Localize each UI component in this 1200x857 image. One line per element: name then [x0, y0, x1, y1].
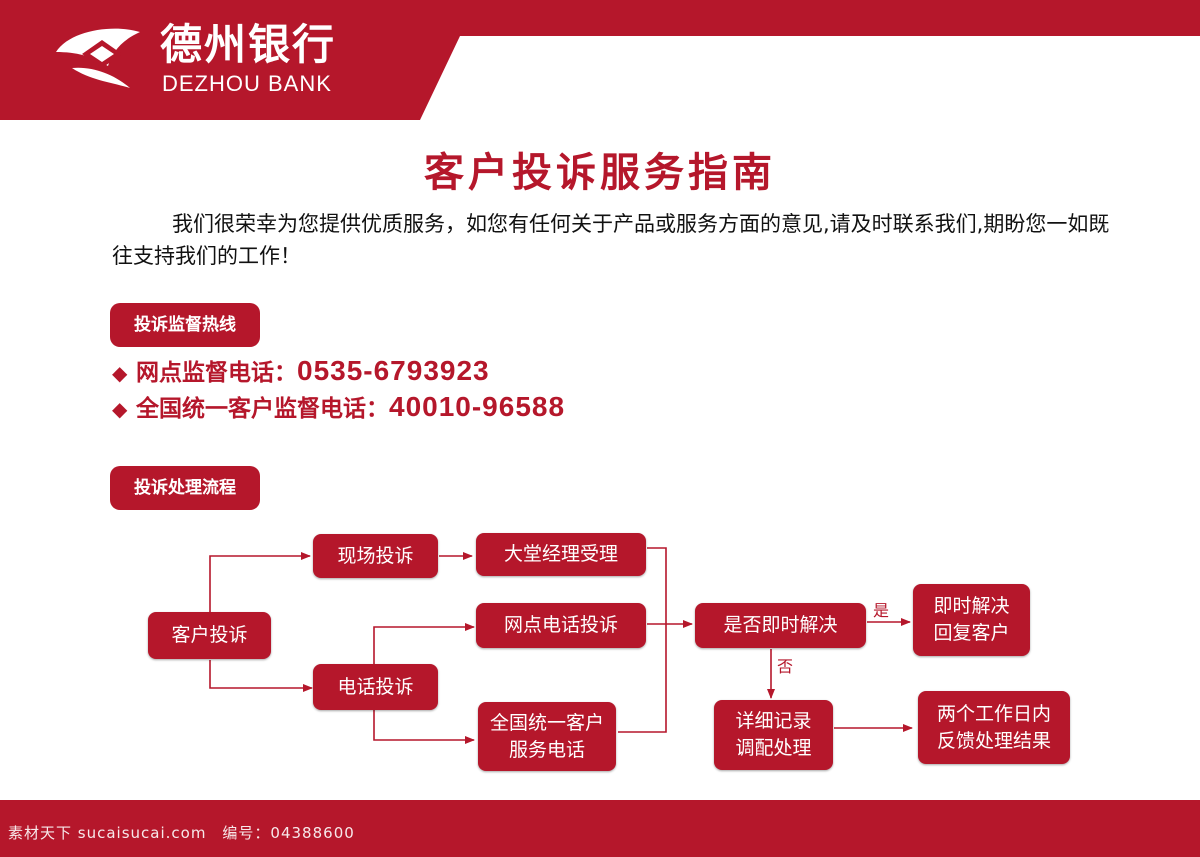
- hotline-heading: 投诉监督热线: [110, 303, 260, 347]
- intro-paragraph: 我们很荣幸为您提供优质服务，如您有任何关于产品或服务方面的意见,请及时联系我们,…: [112, 212, 1110, 268]
- node-branch-phone: 网点电话投诉: [476, 603, 646, 648]
- hotline-label: 全国统一客户监督电话：: [136, 396, 389, 422]
- hotline-item-national: ◆ 全国统一客户监督电话：40010-96588: [112, 390, 565, 424]
- flow-line: [618, 547, 667, 733]
- process-heading: 投诉处理流程: [110, 466, 260, 510]
- node-national-line: 全国统一客户服务电话: [478, 702, 616, 771]
- bank-emblem-icon: [56, 28, 140, 88]
- watermark-text: 素材天下 sucaisucai.com 编号：04388600: [8, 824, 355, 842]
- node-customer-complaint: 客户投诉: [148, 612, 271, 659]
- hotline-number[interactable]: 40010-96588: [389, 391, 566, 422]
- flow-arrow: [209, 552, 311, 612]
- flow-arrow: [209, 660, 313, 692]
- bank-logo: 德州银行 DEZHOU BANK: [52, 20, 382, 100]
- diamond-bullet-icon: ◆: [112, 361, 128, 385]
- edge-label-yes: 是: [873, 601, 890, 620]
- node-feedback: 两个工作日内反馈处理结果: [918, 691, 1070, 764]
- node-lobby-manager: 大堂经理受理: [476, 533, 646, 576]
- node-detailed-record: 详细记录调配处理: [714, 700, 833, 770]
- footer-band: [0, 800, 1200, 857]
- node-immediate-reply: 即时解决回复客户: [913, 584, 1030, 656]
- node-onsite-complaint: 现场投诉: [313, 534, 438, 578]
- hotline-number[interactable]: 0535-6793923: [297, 355, 490, 386]
- node-phone-complaint: 电话投诉: [313, 664, 438, 710]
- node-resolve-decision: 是否即时解决: [695, 603, 866, 648]
- edge-label-no: 否: [777, 657, 794, 676]
- hotline-label: 网点监督电话：: [136, 360, 297, 386]
- page-title: 客户投诉服务指南: [424, 150, 776, 196]
- bank-name-cn: 德州银行: [160, 20, 337, 69]
- flow-arrow: [373, 623, 475, 666]
- header-band: [0, 0, 1200, 120]
- bank-name-en: DEZHOU BANK: [162, 71, 332, 96]
- flow-arrow: [373, 710, 475, 744]
- diamond-bullet-icon: ◆: [112, 397, 128, 421]
- hotline-item-branch: ◆ 网点监督电话：0535-6793923: [112, 354, 490, 388]
